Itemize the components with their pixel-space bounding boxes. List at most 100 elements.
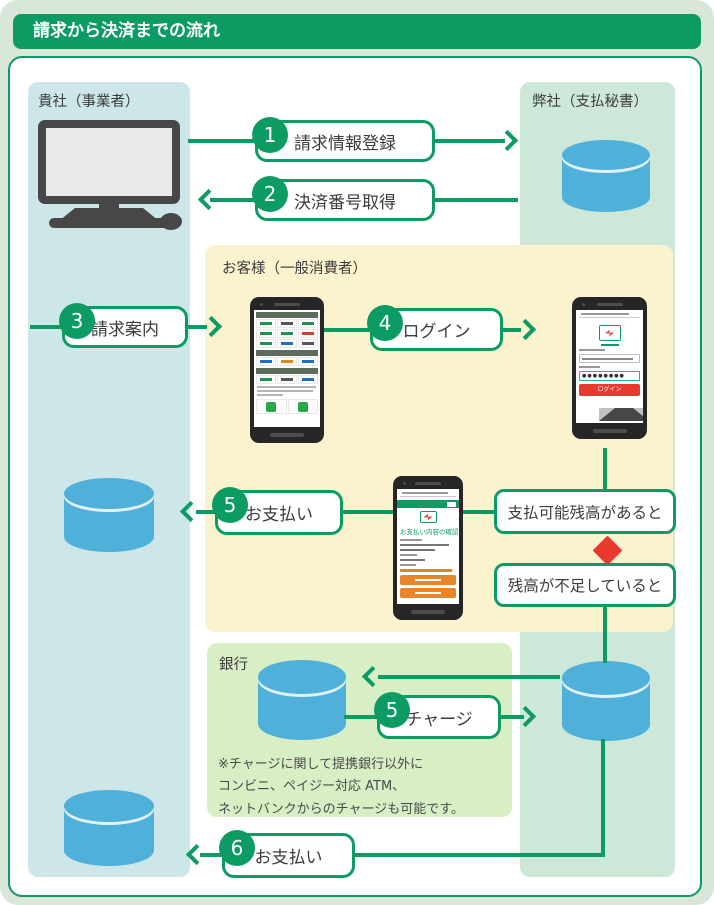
step-3-box: 3 請求案内 [59,303,188,348]
step-4-label: ログイン [402,322,471,342]
step-2-box: 2 決済番号取得 [252,176,435,221]
password-label-placeholder [579,366,600,368]
home-bar [592,429,627,433]
wallet-logo [419,511,437,523]
camera-dot [582,303,585,306]
condition-insufficient-label: 残高が不足していると [507,577,663,595]
camera-dot [260,303,263,306]
connector-line [432,198,518,202]
connector-line [322,328,372,332]
text-placeholder [400,564,416,566]
wallet-logo-mark [423,513,433,521]
cancel-button [400,587,456,598]
charge-note-line-3: ネットバンクからのチャージも可能です。 [218,801,464,817]
line-app-icon [297,401,308,412]
step-6-label: お支払い [254,848,323,868]
provider-database-icon [562,140,650,212]
condition-has-balance: 支払可能残高があると [494,489,676,534]
connector-line [603,448,607,492]
step-5-label: お支払い [245,505,313,525]
email-label-placeholder [579,349,605,351]
bank-panel-label: 銀行 [219,657,248,673]
step-5-charge-badge: 5 [374,692,410,728]
section-header-placeholder [256,350,318,356]
step-5-charge-box: 5 チャージ [374,692,501,739]
payment-confirm-screen: お支払い内容の確認 [397,489,459,604]
bank-logo-grid [256,357,318,366]
charge-note: ※チャージに関して提携銀行以外に コンビニ、ペイジー対応 ATM、 ネットバンク… [218,754,508,821]
connector-line [344,715,379,719]
step-6-badge: 6 [219,830,255,866]
wallet-logo [598,325,621,341]
connector-line [353,853,605,857]
step-1-badge: 1 [252,117,288,153]
login-screen: ●●●●●●●● ログイン [576,310,643,423]
monitor-stand [99,202,119,212]
connector-line [341,510,395,514]
bank-list-screen [254,310,320,427]
connector-line [378,675,560,679]
connector-line [30,325,64,329]
email-field [579,354,640,363]
mail-app-icon [266,401,277,412]
text-placeholder [257,386,317,388]
step-2-badge: 2 [252,176,288,212]
pay-button [400,574,456,585]
speaker-bar [415,482,441,485]
condition-has-balance-label: 支払可能残高があると [507,503,663,522]
company-database-icon-2 [64,790,154,866]
charge-note-line-2: コンビニ、ペイジー対応 ATM、 [218,779,406,795]
speaker-bar [274,303,300,306]
company-database-icon [64,478,154,552]
speaker-bar [596,303,623,306]
step-2-label: 決済番号取得 [294,192,396,213]
text-placeholder [400,559,426,561]
provider-wallet-database-icon [562,661,650,741]
bank-logo-grid [256,375,318,384]
home-bar [411,610,445,614]
wallet-logo-text-placeholder [600,344,619,346]
step-5-payment-box: 5 お支払い [212,487,343,535]
connector-line [196,510,217,514]
step-4-box: 4 ログイン [367,305,503,351]
green-nav-band [397,500,459,508]
connector-line [603,605,607,663]
step-4-badge: 4 [367,305,403,341]
step-1-label: 請求情報登録 [294,133,396,154]
smartphone-payment-confirm: お支払い内容の確認 [393,476,463,620]
mouse-icon [160,213,182,230]
step-5-charge-label: チャージ [405,709,473,730]
step-3-label: 請求案内 [91,319,159,340]
customer-panel-label: お客様（一般消費者） [222,261,367,277]
connector-line [188,139,256,143]
monitor-foot [59,208,159,221]
bank-logo-grid [256,319,318,348]
page-title: 請求から決済までの流れ [13,14,701,49]
charge-note-line-1: ※チャージに関して提携銀行以外に [218,757,424,772]
section-header-placeholder [256,312,318,318]
camera-dot [403,482,406,485]
payment-confirm-title: お支払い内容の確認 [400,528,459,536]
text-placeholder [400,539,423,541]
text-placeholder [400,554,417,556]
smartphone-bank-list [250,297,324,443]
app-shortcut-row [256,399,318,414]
step-1-box: 1 請求情報登録 [252,117,435,162]
provider-panel-label: 弊社（支払秘書） [532,94,648,110]
screen-header [579,310,640,318]
keyboard-base [49,218,169,228]
login-button: ログイン [579,384,640,396]
connector-line [601,739,605,857]
company-panel-label: 貴社（事業者） [38,94,140,110]
password-field: ●●●●●●●● [579,371,640,381]
pager-chip [447,501,456,507]
smartphone-login: ●●●●●●●● ログイン [572,297,647,439]
footer-text-placeholder [599,408,643,421]
step-3-badge: 3 [59,303,95,339]
home-bar [270,433,304,437]
text-placeholder [400,549,435,551]
connector-line [185,325,207,329]
warning-text-placeholder [400,569,452,572]
connector-line [500,328,521,332]
